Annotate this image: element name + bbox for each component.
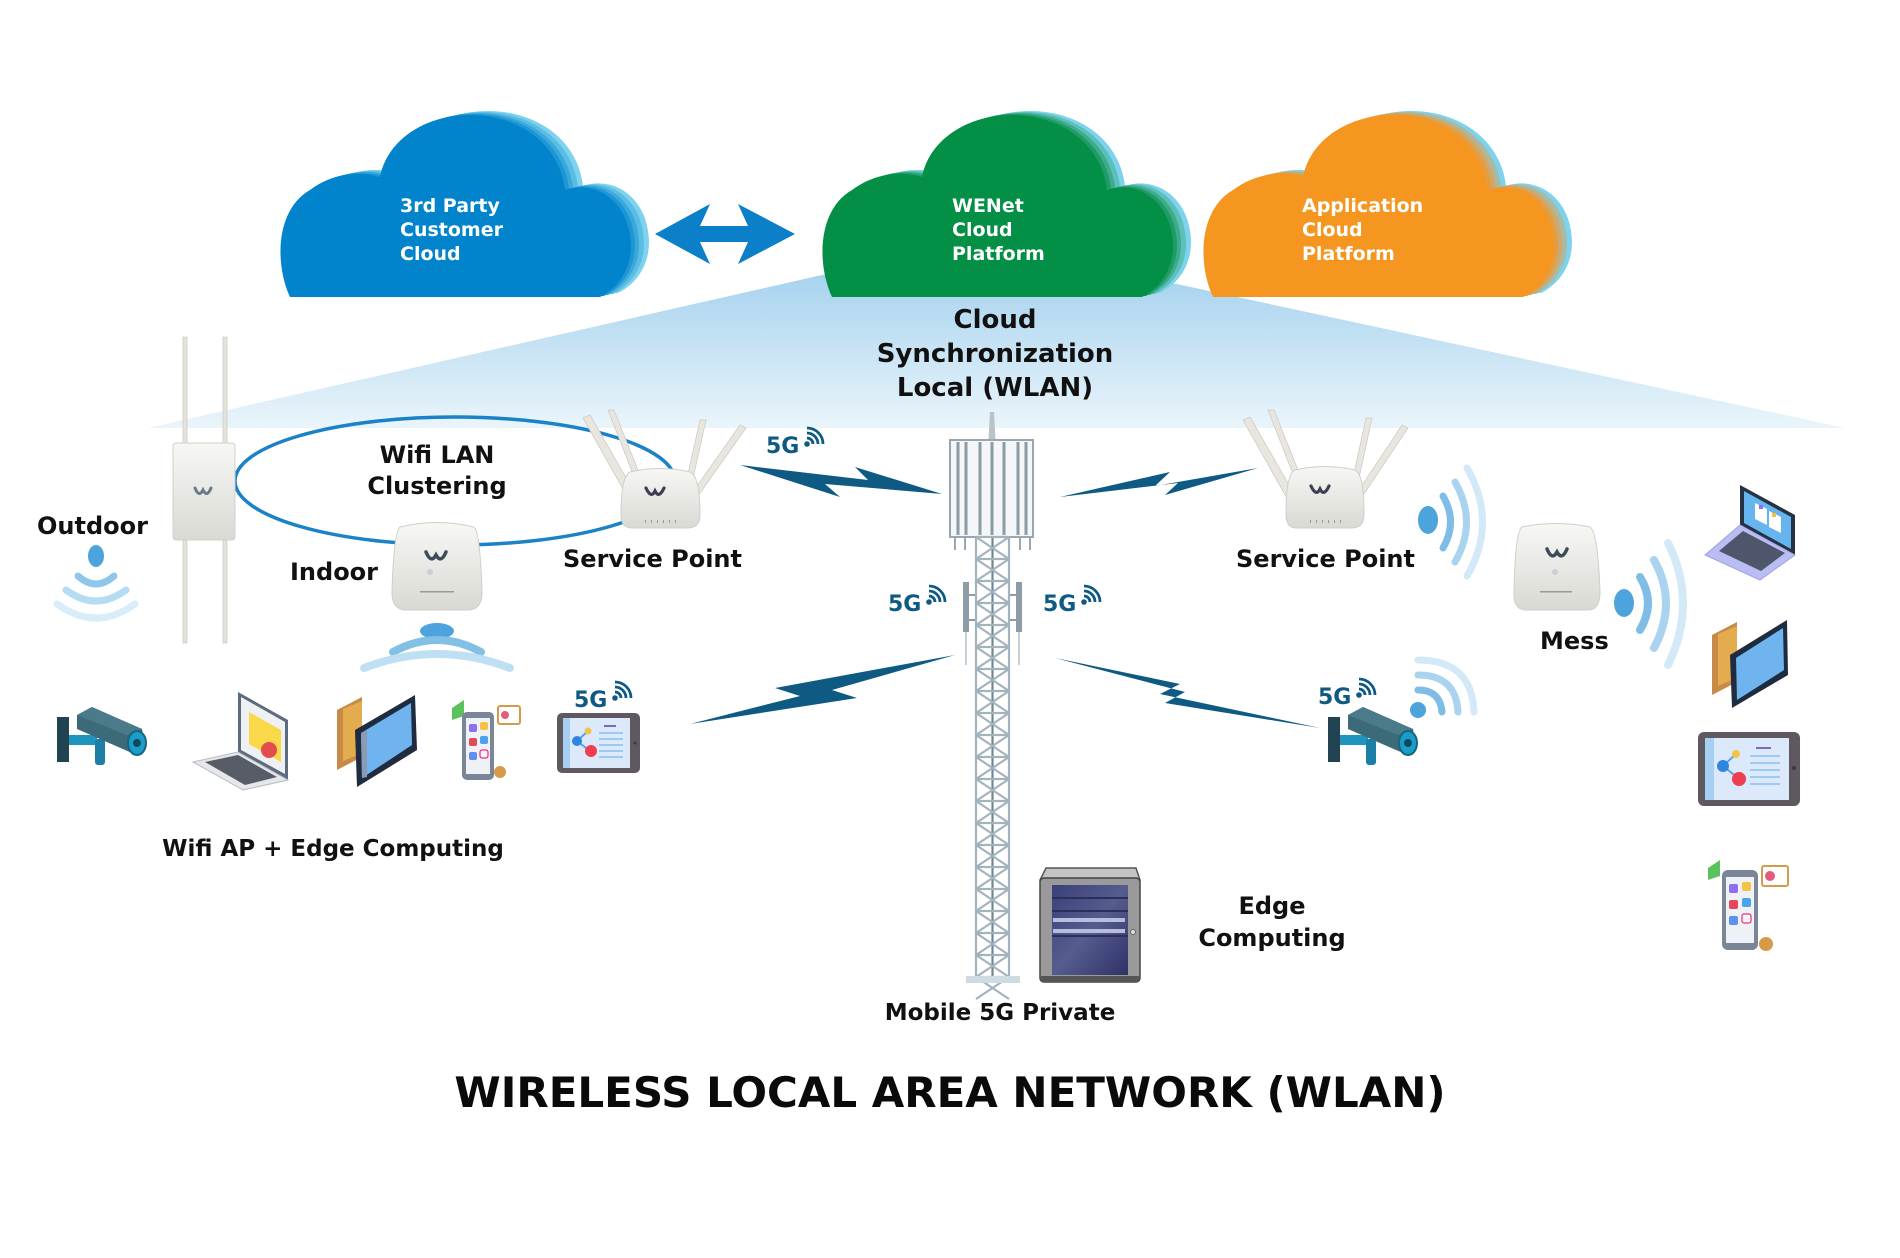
edge-computing-server-rack-icon [1038, 867, 1142, 983]
tower-lattice-beam [975, 602, 1010, 626]
wifi-signal-icon [360, 623, 514, 672]
mess-label: Mess [1540, 627, 1609, 655]
wifi-glyph-icon [926, 584, 947, 605]
tower-lattice-beam [975, 580, 1010, 604]
tower-lattice-beam [975, 844, 1010, 868]
edge-computing-label: Edge Computing [1172, 890, 1372, 954]
bolt-to-service-point-left [740, 465, 942, 497]
cloud-label-application: Application Cloud Platform [1302, 195, 1424, 265]
edge-computing-line-2: Computing [1198, 924, 1346, 952]
wifi-glyph-icon [612, 680, 633, 701]
signal-bolts [690, 465, 1320, 728]
tower-lattice-beam [975, 756, 1010, 780]
tablet-chart-icon [1698, 732, 1800, 806]
cloud-sync-label: Cloud Synchronization Local (WLAN) [845, 303, 1145, 405]
tablet-chart-icon [557, 713, 640, 773]
diagram-title: WIRELESS LOCAL AREA NETWORK (WLAN) [454, 1068, 1446, 1117]
tower-lattice-beam [975, 866, 1010, 890]
security-camera-icon [57, 707, 147, 765]
service-point-left-label: Service Point [563, 545, 742, 573]
bolt-to-tablet-left [690, 655, 955, 724]
5g-signal-glyphs [612, 426, 1377, 701]
laptop-icon [191, 692, 290, 791]
tower-lattice-beam [975, 536, 1010, 560]
wifi-signal-icon [53, 545, 139, 622]
tower-lattice-beam [975, 690, 1010, 714]
service-point-right-label: Service Point [1236, 545, 1415, 573]
cloud-sync-beam [148, 272, 1845, 428]
cloud-sync-line-1: Cloud [953, 305, 1037, 335]
outdoor-label: Outdoor [37, 512, 148, 540]
mess-router-device [1513, 523, 1601, 611]
wifi-lan-clustering-label: Wifi LAN Clustering [337, 440, 537, 502]
service-point-router-right [1242, 409, 1409, 529]
cluster-line-2: Clustering [367, 472, 507, 500]
cloud-sync-line-2: Synchronization [876, 339, 1114, 369]
cloud-label-wenet: WENet Cloud Platform [952, 195, 1045, 265]
wifi-ap-edge-computing-label: Wifi AP + Edge Computing [162, 836, 504, 862]
indoor-label: Indoor [290, 558, 379, 586]
5g-tower [949, 412, 1034, 1000]
service-point-router-left [582, 409, 747, 529]
wifi-signal-icon [1614, 539, 1687, 669]
security-camera-icon [1328, 707, 1418, 765]
tower-lattice-beam [975, 888, 1010, 912]
tower-lattice-beam [975, 800, 1010, 824]
tower-lattice-beam [975, 558, 1010, 582]
wifi-signal-icon [1418, 464, 1486, 580]
bidirectional-arrow-icon [655, 204, 795, 264]
smartphone-apps-icon [1708, 860, 1789, 951]
tower-lattice-beam [975, 624, 1010, 648]
wifi-glyph-icon [1356, 677, 1377, 698]
5g-label-service-left: 5G [766, 434, 800, 459]
outdoor-access-point-device [172, 336, 236, 644]
cloud-sync-line-3: Local (WLAN) [896, 373, 1094, 403]
bolt-to-service-point-right [1060, 468, 1258, 497]
cluster-line-1: Wifi LAN [379, 441, 495, 469]
bolt-to-camera-right [1055, 658, 1320, 728]
tower-lattice-beam [975, 910, 1010, 934]
laptop-icon [1704, 485, 1796, 581]
5g-label-tower-right: 5G [1043, 592, 1077, 617]
tablet-frame-icon [1712, 620, 1788, 708]
tower-lattice-beam [975, 954, 1010, 978]
5g-label-tower-left: 5G [888, 592, 922, 617]
tower-lattice-beam [975, 668, 1010, 692]
smartphone-apps-icon [452, 700, 521, 780]
wifi-glyph-icon [1081, 584, 1102, 605]
mobile-5g-private-label: Mobile 5G Private [884, 1000, 1116, 1026]
tower-lattice-beam [975, 932, 1010, 956]
indoor-access-point-device [391, 522, 483, 611]
wifi-glyph-icon [804, 426, 825, 447]
tablet-frame-icon [337, 695, 417, 787]
tower-lattice-beam [975, 712, 1010, 736]
5g-label-tablet: 5G [574, 688, 608, 713]
wifi-signal-icon [1410, 656, 1478, 718]
tower-lattice-beam [975, 734, 1010, 758]
edge-computing-line-1: Edge [1238, 892, 1306, 920]
tower-lattice-beam [975, 778, 1010, 802]
tower-lattice-beam [975, 646, 1010, 670]
cloud-label-third-party: 3rd Party Customer Cloud [400, 195, 503, 265]
5g-label-camera-right: 5G [1318, 685, 1352, 710]
tower-lattice-beam [975, 822, 1010, 846]
